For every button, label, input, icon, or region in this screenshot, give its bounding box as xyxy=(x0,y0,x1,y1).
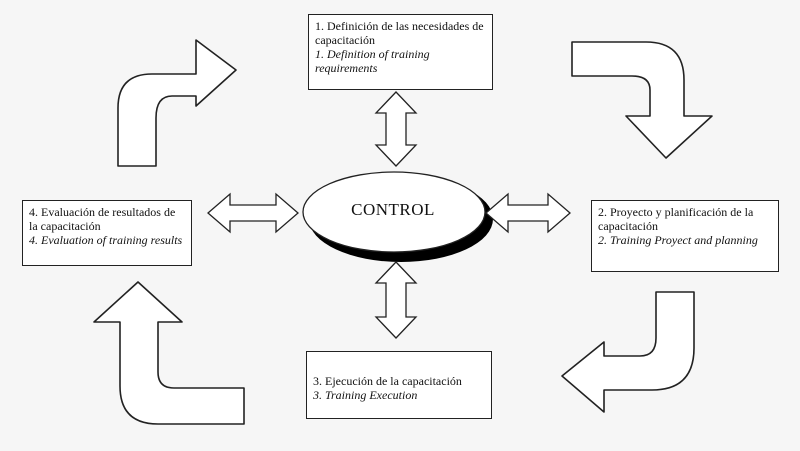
step-3-box: 3. Ejecución de la capacitación 3. Train… xyxy=(306,351,492,419)
step-1-box: 1. Definición de las necesidades de capa… xyxy=(308,14,493,90)
double-arrow-bottom xyxy=(374,261,418,339)
step-4-box: 4. Evaluación de resultados de la capaci… xyxy=(22,200,192,266)
step-2-box: 2. Proyecto y planificación de la capaci… xyxy=(591,200,779,272)
step-1-english: 1. Definition of training requirements xyxy=(315,47,430,75)
step-4-english: 4. Evaluation of training results xyxy=(29,233,183,247)
control-label: CONTROL xyxy=(351,200,435,219)
step-3-spanish: 3. Ejecución de la capacitación xyxy=(313,374,462,388)
curved-arrow-bottom-right xyxy=(561,291,695,413)
double-arrow-right xyxy=(485,192,571,234)
double-arrow-left xyxy=(207,192,299,234)
step-3-english: 3. Training Execution xyxy=(313,388,418,402)
double-arrow-top xyxy=(374,91,418,167)
step-2-spanish: 2. Proyecto y planificación de la capaci… xyxy=(598,205,754,233)
step-1-spanish: 1. Definición de las necesidades de capa… xyxy=(315,19,484,47)
curved-arrow-top-left xyxy=(117,39,237,167)
control-ellipse xyxy=(302,171,486,253)
step-2-english: 2. Training Proyect and planning xyxy=(598,233,758,247)
curved-arrow-top-right xyxy=(571,41,713,159)
curved-arrow-bottom-left xyxy=(93,281,245,425)
step-4-spanish: 4. Evaluación de resultados de la capaci… xyxy=(29,205,176,233)
